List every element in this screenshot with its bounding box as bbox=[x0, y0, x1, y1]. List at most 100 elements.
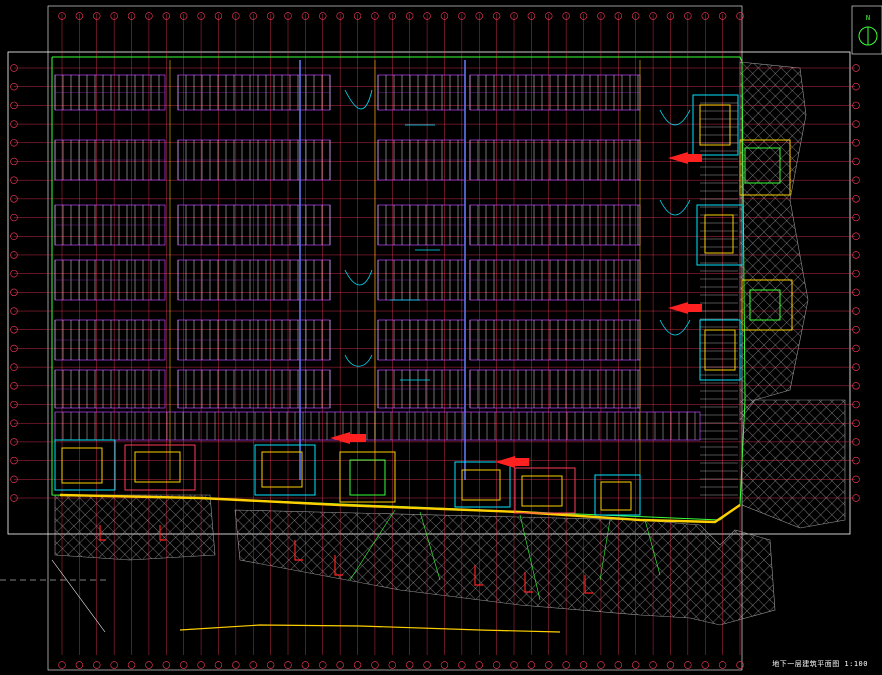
axis-bubble-right bbox=[852, 344, 860, 353]
axis-bubble-right bbox=[852, 213, 860, 222]
axis-bubble-right bbox=[852, 195, 860, 203]
north-compass: N bbox=[851, 5, 882, 55]
axis-bubble-left bbox=[10, 213, 18, 222]
axis-bubble-top bbox=[545, 12, 553, 20]
axis-bubble-left bbox=[10, 232, 18, 240]
drawing-title: 地下一层建筑平面图 1:100 bbox=[772, 660, 868, 668]
axis-bubble-right bbox=[852, 475, 860, 484]
axis-bubble-bottom bbox=[214, 661, 223, 669]
axis-bubble-bottom bbox=[127, 661, 136, 669]
axis-bubble-bottom bbox=[475, 661, 483, 669]
axis-bubble-top bbox=[701, 12, 709, 20]
axis-bubble-top bbox=[388, 12, 397, 20]
axis-bubble-bottom bbox=[510, 661, 518, 669]
axis-bubble-top bbox=[562, 12, 570, 20]
axis-bubble-left bbox=[10, 269, 18, 278]
axis-bubble-top bbox=[458, 12, 466, 20]
axis-bubble-top bbox=[736, 12, 744, 20]
hatched-areas bbox=[54, 61, 846, 626]
yellow-perimeter bbox=[59, 493, 741, 524]
axis-bubble-bottom bbox=[649, 661, 657, 669]
axis-bubble-left bbox=[10, 419, 18, 427]
axis-bubble-top bbox=[284, 12, 292, 20]
axis-bubble-right bbox=[852, 64, 860, 72]
parking-band bbox=[54, 411, 701, 441]
axis-bubble-top bbox=[127, 12, 136, 20]
axis-bubble-right bbox=[852, 456, 860, 465]
axis-bubble-right bbox=[852, 363, 860, 371]
axis-bubble-right bbox=[852, 438, 860, 446]
axis-bubble-bottom bbox=[58, 661, 66, 669]
axis-bubble-top bbox=[75, 12, 84, 20]
axis-bubble-left bbox=[10, 307, 18, 315]
axis-bubble-bottom bbox=[545, 661, 553, 669]
axis-bubble-left bbox=[10, 251, 18, 259]
axis-bubble-left bbox=[10, 475, 18, 484]
axis-bubble-bottom bbox=[718, 661, 727, 669]
axis-bubble-top bbox=[93, 12, 101, 20]
axis-bubble-top bbox=[249, 12, 257, 20]
axis-bubble-left bbox=[10, 400, 18, 409]
axis-bubble-bottom bbox=[353, 661, 362, 669]
axis-bubble-top bbox=[405, 12, 414, 20]
axis-bubble-bottom bbox=[75, 661, 84, 669]
axis-bubble-right bbox=[852, 419, 860, 427]
axis-bubble-top bbox=[110, 12, 118, 20]
axis-bubble-right bbox=[852, 120, 860, 128]
axis-bubble-left bbox=[10, 82, 18, 91]
axis-bubbles bbox=[10, 12, 860, 669]
axis-bubble-left bbox=[10, 101, 18, 110]
axis-bubble-right bbox=[852, 326, 860, 334]
axis-bubble-right bbox=[852, 251, 860, 259]
axis-bubble-left bbox=[10, 456, 18, 465]
axis-bubble-bottom bbox=[440, 661, 449, 669]
axis-bubble-bottom bbox=[301, 661, 310, 669]
axis-bubble-right bbox=[852, 157, 860, 166]
axis-bubble-top bbox=[197, 12, 205, 20]
axis-bubble-top bbox=[423, 12, 431, 20]
axis-bubble-left bbox=[10, 438, 18, 446]
axis-bubble-top bbox=[162, 12, 171, 20]
highlight-arrows bbox=[330, 152, 702, 468]
axis-bubble-bottom bbox=[145, 661, 153, 669]
axis-bubble-right bbox=[852, 139, 860, 147]
axis-bubble-bottom bbox=[179, 661, 188, 669]
axis-bubble-right bbox=[852, 232, 860, 240]
axis-bubble-right bbox=[852, 288, 860, 297]
axis-bubble-left bbox=[10, 326, 18, 334]
axis-bubble-right bbox=[852, 382, 860, 390]
axis-bubble-right bbox=[852, 269, 860, 278]
axis-bubble-top bbox=[684, 12, 692, 20]
axis-bubble-left bbox=[10, 288, 18, 297]
axis-bubble-top bbox=[58, 12, 66, 20]
axis-bubble-bottom bbox=[110, 661, 118, 669]
axis-bubble-bottom bbox=[197, 661, 205, 669]
axis-bubble-bottom bbox=[562, 661, 570, 669]
axis-bubble-left bbox=[10, 176, 18, 184]
axis-bubble-top bbox=[145, 12, 153, 20]
dimension-leaders bbox=[349, 509, 661, 601]
axis-bubble-top bbox=[214, 12, 223, 20]
axis-bubble-bottom bbox=[492, 661, 501, 669]
axis-bubble-bottom bbox=[458, 661, 466, 669]
axis-bubble-left bbox=[10, 382, 18, 390]
axis-bubble-top bbox=[718, 12, 727, 20]
axis-bubble-bottom bbox=[614, 661, 623, 669]
axis-bubble-bottom bbox=[579, 661, 588, 669]
axis-bubble-top bbox=[597, 12, 605, 20]
axis-bubble-bottom bbox=[405, 661, 414, 669]
driveway-lanes bbox=[344, 89, 691, 381]
axis-bubble-top bbox=[440, 12, 449, 20]
axis-bubble-bottom bbox=[701, 661, 709, 669]
site-markers bbox=[99, 525, 593, 594]
axis-bubble-top bbox=[492, 12, 501, 20]
axis-bubble-left bbox=[10, 120, 18, 128]
axis-bubble-top bbox=[301, 12, 310, 20]
axis-bubble-right bbox=[852, 400, 860, 409]
axis-bubble-bottom bbox=[527, 661, 536, 669]
axis-bubble-top bbox=[631, 12, 640, 20]
axis-bubble-top bbox=[336, 12, 344, 20]
diagonal-boundary bbox=[51, 559, 106, 633]
axis-bubble-top bbox=[475, 12, 483, 20]
